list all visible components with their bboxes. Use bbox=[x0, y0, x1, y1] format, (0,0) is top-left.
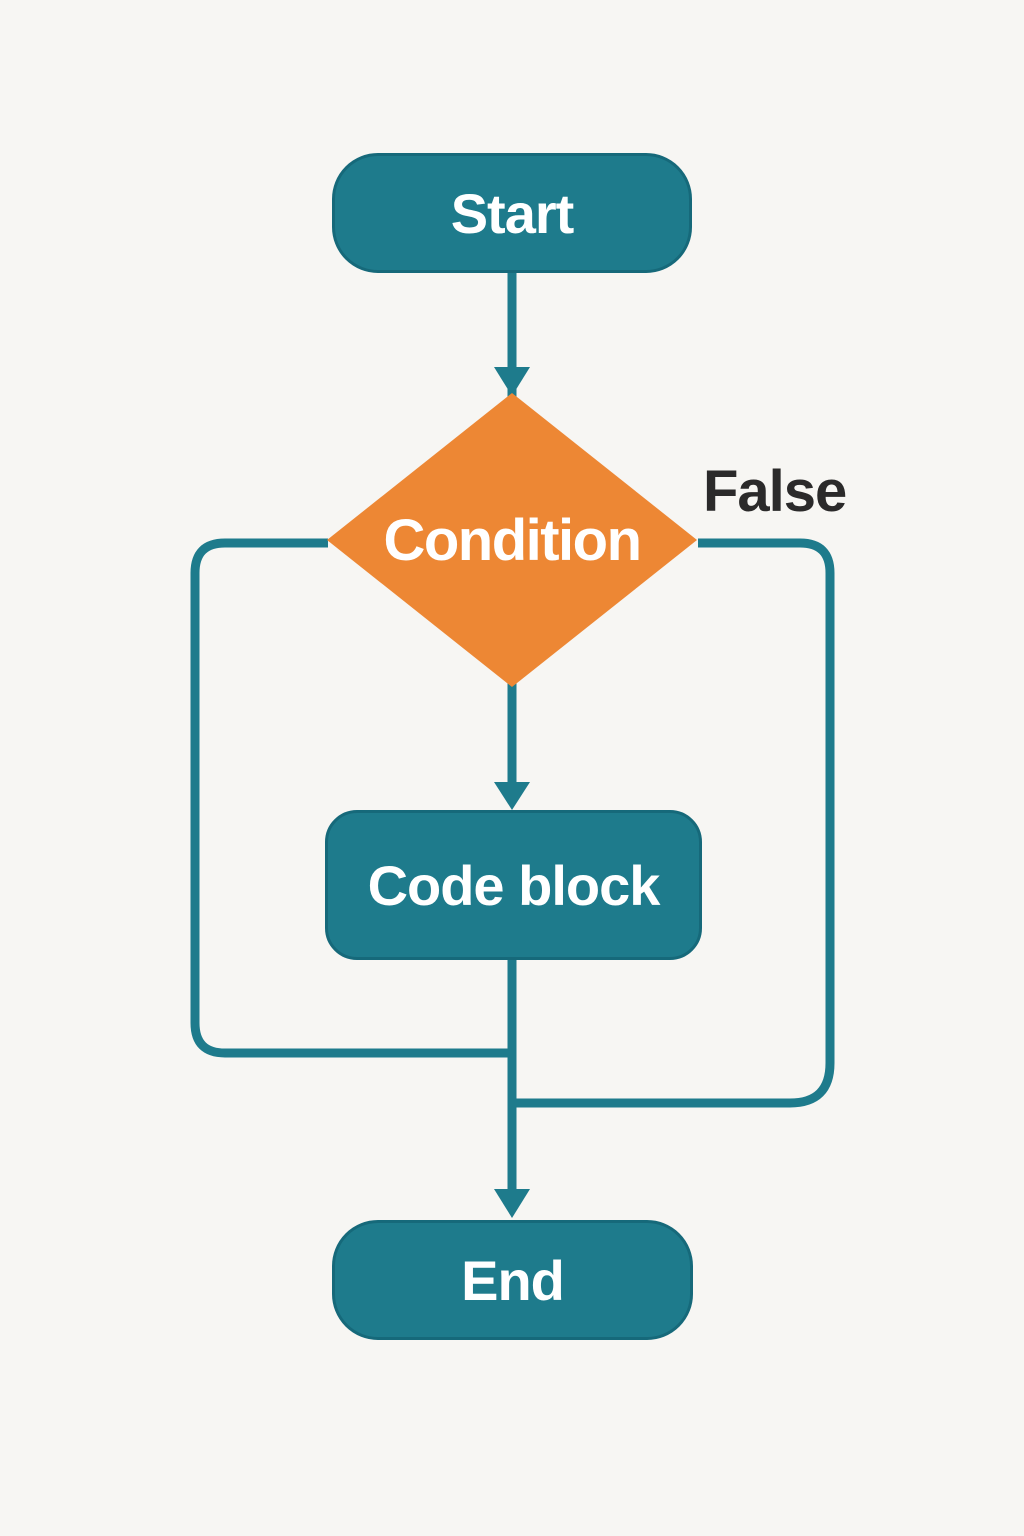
start-node: Start bbox=[332, 153, 692, 273]
arrowhead-into-condition bbox=[494, 367, 530, 396]
end-node: End bbox=[332, 1220, 693, 1340]
false-edge-label: False bbox=[703, 459, 847, 524]
code-block-node: Code block bbox=[325, 810, 702, 960]
edge-loop-back-to-condition bbox=[190, 538, 512, 1058]
code-block-node-label: Code block bbox=[367, 853, 661, 917]
arrowhead-into-end bbox=[494, 1189, 530, 1218]
end-node-label: End bbox=[461, 1248, 565, 1312]
edge-false-branch bbox=[512, 538, 835, 1108]
start-node-label: Start bbox=[450, 181, 575, 245]
condition-node-label: Condition bbox=[383, 507, 642, 573]
arrowhead-into-code-block bbox=[494, 782, 530, 810]
